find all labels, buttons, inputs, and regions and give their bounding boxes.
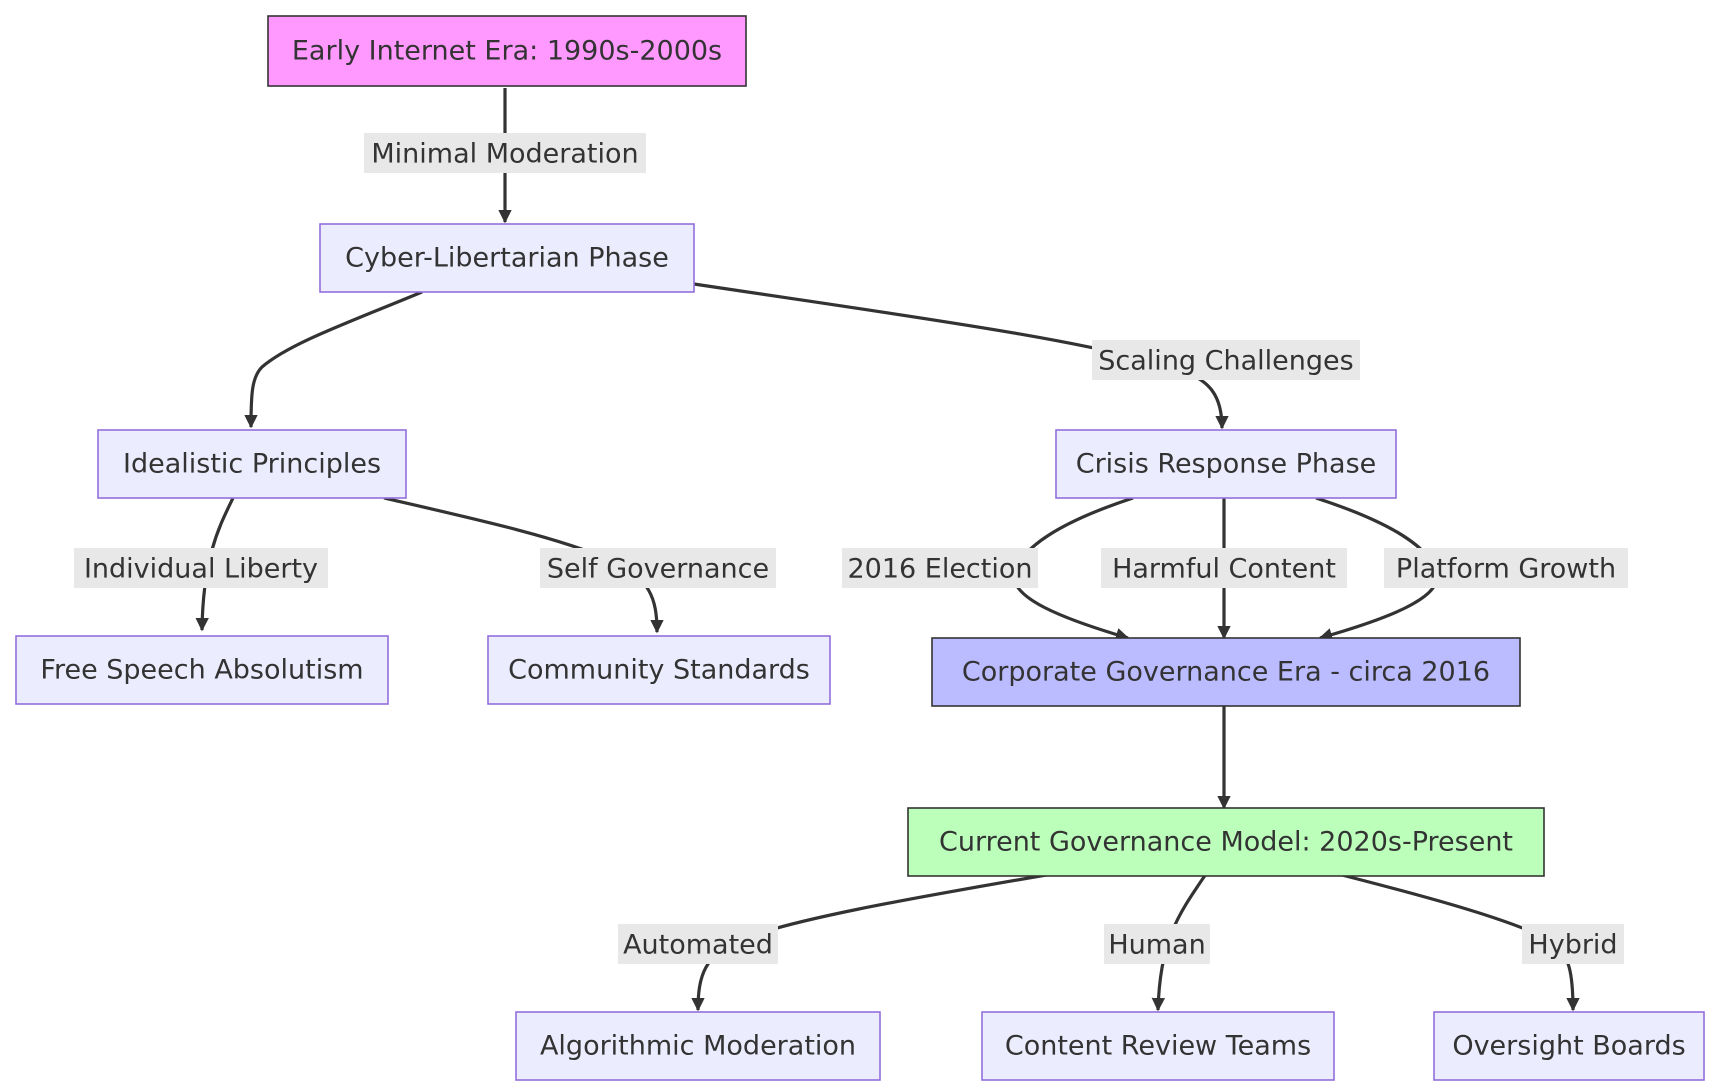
edge-label-hybrid: Hybrid	[1522, 924, 1624, 964]
svg-text:Minimal Moderation: Minimal Moderation	[371, 139, 638, 170]
svg-text:Community Standards: Community Standards	[508, 655, 810, 686]
node-crisis-response-phase: Crisis Response Phase	[1055, 429, 1397, 499]
edge-idealistic-to-free-speech	[195, 497, 235, 632]
node-idealistic-principles: Idealistic Principles	[97, 429, 407, 499]
edge-label-human: Human	[1104, 924, 1210, 964]
node-cyber-libertarian-phase: Cyber-Libertarian Phase	[319, 223, 695, 293]
edge-label-harmful-content: Harmful Content	[1101, 548, 1347, 588]
edge-label-individual-liberty: Individual Liberty	[74, 548, 328, 588]
svg-text:Algorithmic Moderation: Algorithmic Moderation	[540, 1031, 856, 1062]
svg-text:Cyber-Libertarian Phase: Cyber-Libertarian Phase	[345, 243, 669, 274]
edge-label-2016-election: 2016 Election	[842, 548, 1038, 588]
svg-text:Content Review Teams: Content Review Teams	[1005, 1031, 1311, 1062]
svg-text:Human: Human	[1108, 930, 1205, 961]
node-corporate-governance-era: Corporate Governance Era - circa 2016	[931, 637, 1521, 707]
svg-text:Automated: Automated	[623, 930, 773, 961]
edge-label-minimal-moderation: Minimal Moderation	[364, 133, 646, 173]
svg-text:Platform Growth: Platform Growth	[1396, 554, 1616, 585]
edge-label-platform-growth: Platform Growth	[1384, 548, 1628, 588]
node-free-speech-absolutism: Free Speech Absolutism	[15, 635, 389, 705]
svg-text:Harmful Content: Harmful Content	[1112, 554, 1336, 585]
edge-label-automated: Automated	[618, 924, 778, 964]
svg-text:Current Governance Model: 2020: Current Governance Model: 2020s-Present	[939, 827, 1513, 858]
svg-text:Hybrid: Hybrid	[1528, 930, 1617, 961]
node-current-governance-model: Current Governance Model: 2020s-Present	[907, 807, 1545, 877]
svg-text:Oversight Boards: Oversight Boards	[1452, 1031, 1685, 1062]
svg-text:Scaling Challenges: Scaling Challenges	[1098, 346, 1353, 377]
node-community-standards: Community Standards	[487, 635, 831, 705]
svg-text:Self Governance: Self Governance	[547, 554, 769, 585]
edge-label-self-governance: Self Governance	[540, 548, 776, 588]
svg-text:Corporate Governance Era - cir: Corporate Governance Era - circa 2016	[962, 657, 1490, 688]
node-content-review-teams: Content Review Teams	[981, 1011, 1335, 1081]
svg-text:Free Speech Absolutism: Free Speech Absolutism	[40, 655, 363, 686]
node-oversight-boards: Oversight Boards	[1433, 1011, 1705, 1081]
node-algorithmic-moderation: Algorithmic Moderation	[515, 1011, 881, 1081]
edge-cyber-to-idealistic	[244, 290, 423, 429]
node-early-internet-era: Early Internet Era: 1990s-2000s	[267, 15, 747, 87]
svg-text:Individual Liberty: Individual Liberty	[84, 554, 318, 585]
svg-text:2016 Election: 2016 Election	[847, 554, 1032, 585]
svg-text:Idealistic Principles: Idealistic Principles	[123, 449, 381, 480]
svg-text:Early Internet Era: 1990s-2000: Early Internet Era: 1990s-2000s	[292, 36, 722, 67]
edge-label-scaling-challenges: Scaling Challenges	[1092, 340, 1360, 380]
svg-text:Crisis Response Phase: Crisis Response Phase	[1076, 449, 1377, 480]
